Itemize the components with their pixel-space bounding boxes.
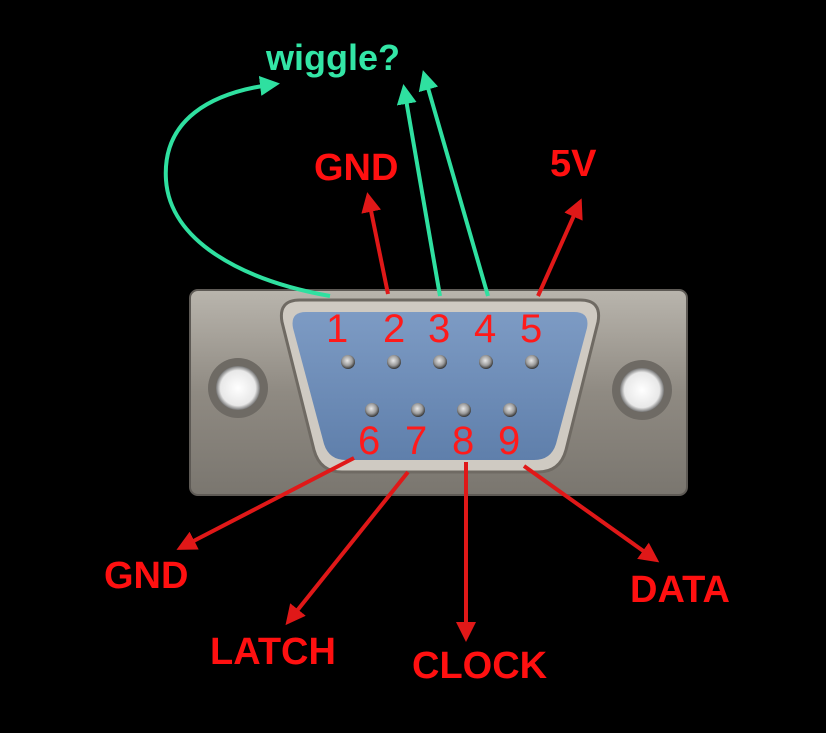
pin-number-7: 7 bbox=[405, 419, 427, 463]
mounting-hole-right bbox=[612, 360, 672, 420]
pin-number-1: 1 bbox=[326, 307, 348, 351]
arrow-gnd-top bbox=[368, 196, 388, 294]
pin-number-8: 8 bbox=[452, 419, 474, 463]
data-label: DATA bbox=[630, 569, 730, 611]
latch-label: LATCH bbox=[210, 631, 336, 673]
socket-2 bbox=[387, 355, 401, 369]
mounting-hole-left bbox=[208, 358, 268, 418]
pin-number-9: 9 bbox=[498, 419, 520, 463]
wiggle-label: wiggle? bbox=[265, 37, 400, 78]
socket-7 bbox=[411, 403, 425, 417]
wiggle-arrow-pin1 bbox=[166, 84, 330, 296]
vcc-label: 5V bbox=[550, 143, 597, 185]
pin-number-6: 6 bbox=[358, 419, 380, 463]
gnd-bottom-label: GND bbox=[104, 555, 188, 597]
clock-label: CLOCK bbox=[412, 645, 548, 687]
arrow-5v bbox=[538, 202, 580, 296]
gnd-top-label: GND bbox=[314, 147, 398, 189]
pin-number-3: 3 bbox=[428, 307, 450, 351]
socket-6 bbox=[365, 403, 379, 417]
socket-4 bbox=[479, 355, 493, 369]
socket-8 bbox=[457, 403, 471, 417]
pin-number-4: 4 bbox=[474, 307, 496, 351]
socket-3 bbox=[433, 355, 447, 369]
socket-5 bbox=[525, 355, 539, 369]
pin-number-5: 5 bbox=[520, 307, 542, 351]
socket-9 bbox=[503, 403, 517, 417]
wiggle-arrow-pin3 bbox=[404, 88, 440, 296]
socket-1 bbox=[341, 355, 355, 369]
pin-number-2: 2 bbox=[383, 307, 405, 351]
